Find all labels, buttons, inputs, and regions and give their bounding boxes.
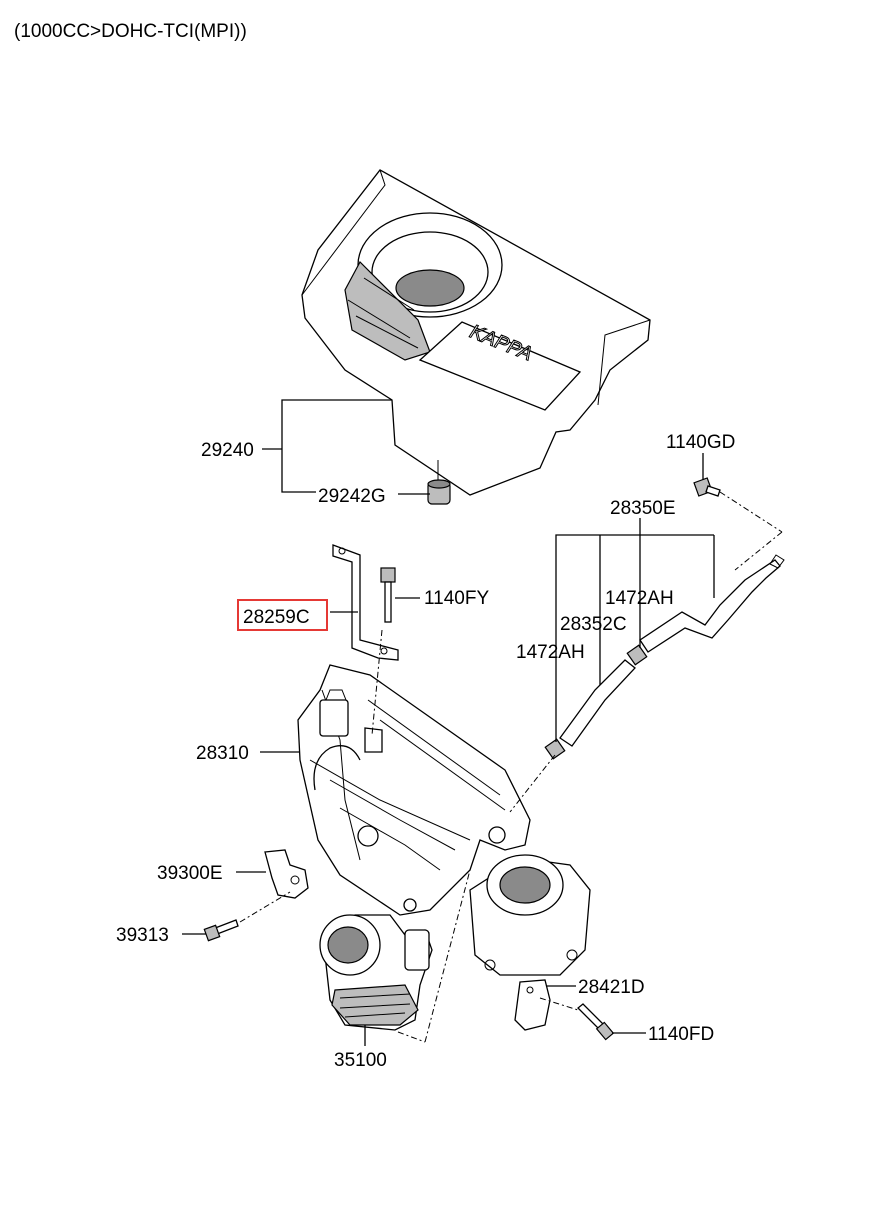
bolt-1140fy-illustration xyxy=(380,567,396,623)
throttle-body-35100-illustration xyxy=(319,914,433,1031)
bolt-1140fd-illustration xyxy=(539,997,615,1041)
label-39300e[interactable]: 39300E xyxy=(157,863,223,884)
label-29240[interactable]: 29240 xyxy=(201,440,254,461)
grommet-29242g-illustration xyxy=(427,460,451,505)
engine-cover-illustration: KAPPA xyxy=(301,169,651,496)
label-35100[interactable]: 35100 xyxy=(334,1050,387,1071)
intake-manifold-28310-illustration xyxy=(297,664,531,916)
sensor-39300e-illustration xyxy=(264,849,309,899)
label-1472ah-lower[interactable]: 1472AH xyxy=(516,642,585,663)
label-28352c[interactable]: 28352C xyxy=(560,614,627,635)
highlight-box-28259c xyxy=(237,599,328,631)
label-1140fd[interactable]: 1140FD xyxy=(648,1024,714,1045)
label-28350e[interactable]: 28350E xyxy=(610,498,676,519)
bracket-28259c-illustration xyxy=(332,544,399,661)
label-39313[interactable]: 39313 xyxy=(116,925,169,946)
label-29242g[interactable]: 29242G xyxy=(318,486,386,507)
diagram-header: (1000CC>DOHC-TCI(MPI)) xyxy=(14,21,247,42)
label-28310[interactable]: 28310 xyxy=(196,743,249,764)
label-1472ah-upper[interactable]: 1472AH xyxy=(605,588,674,609)
callout-labels: 29240 29242G 1140GD 28350E 1140FY 28259C… xyxy=(116,432,735,1071)
bolt-1140gd-illustration xyxy=(693,477,721,497)
label-1140fy[interactable]: 1140FY xyxy=(424,588,489,609)
pcv-hose-28350e-illustration xyxy=(544,554,785,760)
assembly-lines xyxy=(239,491,783,1043)
throttle-flange-illustration xyxy=(469,854,591,1031)
label-28259c[interactable]: 28259C xyxy=(243,607,310,628)
label-1140gd[interactable]: 1140GD xyxy=(666,432,735,453)
leader-lines xyxy=(182,399,715,1046)
bolt-39313-illustration xyxy=(203,919,239,942)
label-28421d[interactable]: 28421D xyxy=(578,977,645,998)
